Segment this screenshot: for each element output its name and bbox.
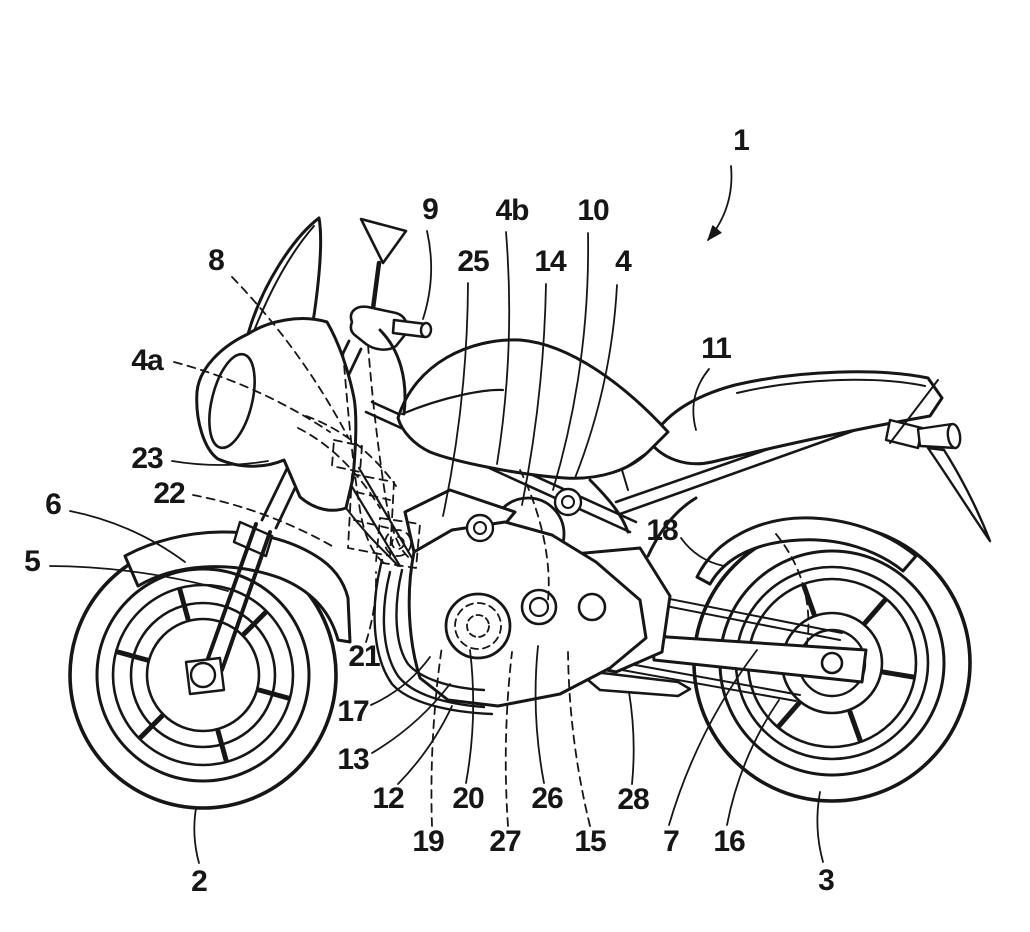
leader-line-16	[726, 699, 780, 826]
ref-label-13: 13	[337, 743, 369, 776]
leader-line-21	[365, 571, 377, 643]
ref-label-28: 28	[617, 783, 649, 816]
ref-label-17: 17	[337, 695, 369, 728]
handlebar-clamp	[349, 305, 409, 351]
ref-label-14: 14	[534, 245, 566, 278]
ref-label-4b: 4b	[495, 194, 529, 227]
leader-line-4	[574, 284, 618, 479]
front-sprocket-cover	[375, 517, 421, 569]
leader-line-18	[680, 537, 725, 567]
leader-lines	[49, 165, 824, 864]
ref-label-2: 2	[191, 865, 208, 898]
rear-bodywork	[614, 370, 992, 558]
leader-line-28	[628, 691, 635, 785]
leader-line-27	[504, 651, 513, 827]
ref-label-8: 8	[208, 244, 225, 277]
ref-label-21: 21	[348, 640, 380, 673]
leader-line-19	[430, 645, 443, 827]
ref-label-6: 6	[45, 488, 62, 521]
ref-label-4: 4	[615, 245, 632, 278]
leader-line-20	[465, 649, 475, 784]
rear-fender	[695, 516, 918, 586]
ref-label-23: 23	[131, 442, 163, 475]
leader-arrowhead-1	[707, 225, 722, 241]
hidden-line-arc-right	[775, 533, 810, 651]
seat	[648, 370, 944, 466]
leader-line-15	[567, 651, 591, 827]
leader-line-10	[552, 232, 590, 491]
leader-line-25	[442, 282, 469, 517]
footpeg-bar	[586, 670, 692, 698]
leader-line-23	[171, 460, 269, 466]
leader-line-8	[231, 276, 349, 438]
frame-bolt-1	[465, 513, 495, 543]
mudflap	[926, 446, 992, 543]
leader-line-22	[192, 494, 333, 547]
leader-line-5	[49, 565, 229, 592]
ref-label-16: 16	[713, 825, 745, 858]
taillight-lens	[946, 422, 962, 450]
pivot-bolt	[577, 592, 607, 622]
ref-label-9: 9	[422, 193, 439, 226]
leader-line-12	[397, 705, 453, 785]
ref-label-12: 12	[372, 782, 404, 815]
mirror	[359, 217, 408, 265]
leader-line-11	[692, 368, 710, 431]
leader-line-7	[668, 649, 758, 826]
leader-line-3	[816, 791, 824, 863]
leader-line-9	[422, 230, 433, 320]
ref-label-1: 1	[733, 124, 750, 157]
ref-label-5: 5	[24, 545, 41, 578]
front-bodywork	[195, 216, 433, 567]
ref-label-27: 27	[489, 825, 521, 858]
tail-bracket	[884, 418, 924, 450]
ref-label-11: 11	[701, 332, 732, 365]
leader-line-26	[534, 645, 545, 784]
ref-label-22: 22	[153, 477, 185, 510]
leader-line-13	[371, 683, 451, 754]
ref-label-19: 19	[412, 825, 444, 858]
engine-and-frame	[344, 400, 648, 716]
ref-label-15: 15	[574, 825, 606, 858]
rear-axle	[820, 651, 844, 675]
ref-label-7: 7	[663, 825, 680, 858]
ref-label-18: 18	[646, 514, 678, 547]
leader-line-6	[69, 510, 186, 563]
leader-line-4a	[173, 361, 331, 433]
ref-label-20: 20	[452, 782, 484, 815]
leader-line-14	[521, 283, 547, 506]
leader-line-17	[370, 656, 431, 706]
front-axle	[189, 661, 217, 689]
frame-bolt-2	[553, 487, 583, 517]
leader-line-2	[193, 807, 200, 864]
ref-label-3: 3	[818, 864, 835, 897]
leader-line-4b	[496, 231, 511, 465]
engine-bolt-1	[520, 588, 558, 626]
ref-label-4a: 4a	[131, 344, 163, 377]
fuel-tank	[396, 338, 670, 491]
ref-label-25: 25	[457, 245, 489, 278]
front-wheel-spokes	[115, 587, 291, 763]
ref-label-26: 26	[531, 782, 563, 815]
ref-label-10: 10	[577, 194, 609, 227]
